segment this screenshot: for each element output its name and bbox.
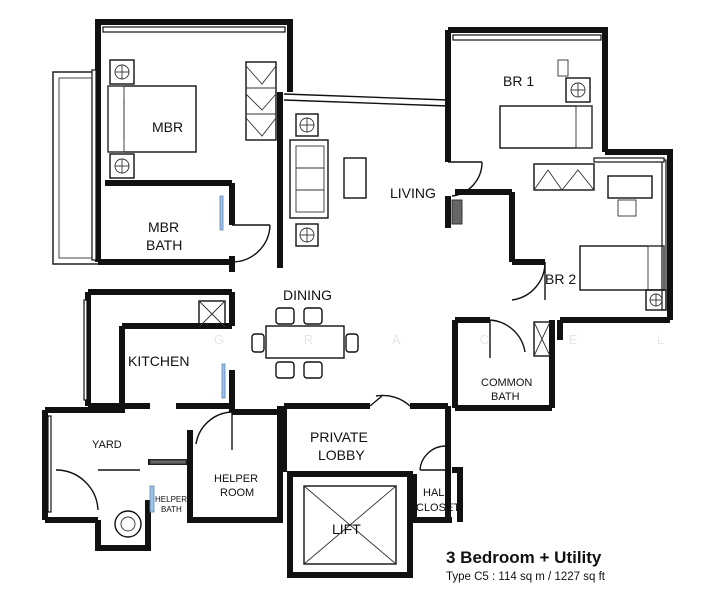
label-common-bath-2: BATH: [491, 391, 520, 403]
walls: [42, 19, 673, 578]
common-bath-fixtures: [533, 321, 551, 357]
label-common-bath-1: COMMON: [481, 377, 532, 389]
doors: [55, 161, 546, 511]
label-private-lobby-2: LOBBY: [318, 447, 365, 463]
label-mbr-bath-2: BATH: [146, 237, 182, 253]
label-helper-bath-1: HELPER: [155, 495, 187, 504]
mbr-furniture: [107, 59, 277, 179]
label-yard: YARD: [92, 439, 122, 451]
label-br2: BR 2: [545, 271, 576, 287]
label-mbr: MBR: [152, 119, 183, 135]
label-helper-room-2: ROOM: [220, 487, 254, 499]
label-helper-bath-2: BATH: [161, 505, 182, 514]
legend: 3 Bedroom + Utility Type C5 : 114 sq m /…: [446, 548, 605, 583]
mbr-bath-glass: [219, 195, 224, 231]
br1-furniture: [499, 59, 595, 191]
windows: [47, 26, 667, 513]
legend-subtitle: Type C5 : 114 sq m / 1227 sq ft: [446, 571, 605, 583]
living-furniture: [289, 113, 367, 247]
dining-set: [251, 307, 359, 379]
label-private-lobby-1: PRIVATE: [310, 429, 368, 445]
kitchen-fixtures: [198, 300, 226, 399]
column: [451, 199, 463, 225]
label-lift: LIFT: [332, 521, 361, 537]
label-helper-room-1: HELPER: [214, 473, 258, 485]
yard-fixtures: [114, 459, 187, 538]
label-dining: DINING: [283, 287, 332, 303]
label-mbr-bath-1: MBR: [148, 219, 179, 235]
legend-title: 3 Bedroom + Utility: [446, 548, 602, 567]
label-kitchen: KITCHEN: [128, 353, 189, 369]
label-hall-closet-1: HALL: [423, 487, 451, 499]
watermark: G R A C E L I N: [214, 332, 705, 347]
lift-shaft: [303, 485, 397, 565]
label-br1: BR 1: [503, 73, 534, 89]
br2-furniture: [579, 175, 667, 311]
label-hall-closet-2: CLOSET: [416, 502, 460, 514]
label-living: LIVING: [390, 185, 436, 201]
